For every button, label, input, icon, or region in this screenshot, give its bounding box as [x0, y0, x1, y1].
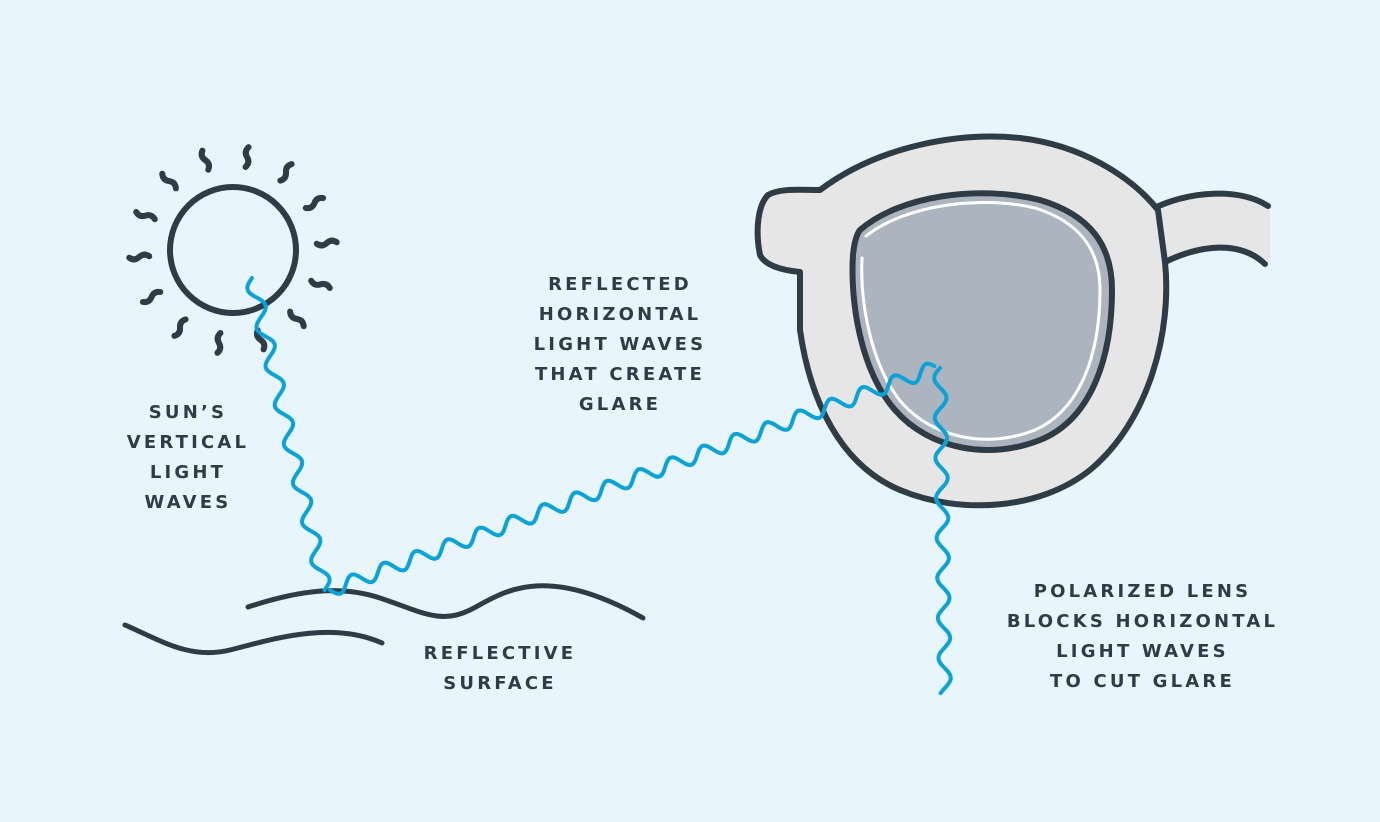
filtered-vertical-wave — [932, 366, 953, 696]
reflective-surface — [122, 583, 646, 656]
sun-ray — [139, 288, 164, 306]
sun-ray — [126, 251, 153, 263]
label-line: REFLECTIVE — [423, 643, 577, 664]
label-line: TO CUT GLARE — [1050, 671, 1235, 692]
label-line: LIGHT WAVES — [1056, 641, 1229, 662]
label-line: SUN’S — [148, 402, 228, 423]
label-line: SURFACE — [443, 673, 557, 694]
sun-ray — [308, 277, 333, 292]
vertical-light-wave — [245, 276, 332, 593]
sun-ray — [254, 327, 268, 353]
sun-ray — [287, 308, 307, 330]
label-line: VERTICAL — [126, 432, 250, 453]
label-line: WAVES — [144, 492, 232, 513]
sun-icon — [126, 144, 340, 356]
reflected-waves-label: REFLECTED HORIZONTAL LIGHT WAVES THAT CR… — [510, 270, 730, 420]
sun-ray — [313, 237, 340, 249]
sun-ray — [277, 161, 295, 184]
sun-ray — [171, 316, 189, 339]
label-line: LIGHT — [149, 462, 227, 483]
label-line: GLARE — [578, 394, 662, 415]
polarized-lens-label: POLARIZED LENS BLOCKS HORIZONTAL LIGHT W… — [985, 577, 1300, 697]
sun-rays — [126, 144, 340, 356]
light-waves — [245, 276, 953, 696]
label-line: LIGHT WAVES — [533, 334, 707, 355]
label-line: POLARIZED LENS — [1033, 581, 1252, 602]
sun-disc — [167, 184, 299, 316]
label-line: HORIZONTAL — [538, 304, 702, 325]
temple-arm — [1150, 193, 1270, 262]
sun-ray — [133, 208, 158, 223]
reflected-horizontal-wave — [328, 361, 937, 596]
sun-ray — [198, 147, 212, 173]
sun-ray — [159, 170, 179, 192]
label-line: REFLECTED — [548, 274, 692, 295]
label-line: BLOCKS HORIZONTAL — [1006, 611, 1279, 632]
sun-ray — [214, 330, 224, 356]
sun-ray — [302, 194, 327, 212]
sun-waves-label: SUN’S VERTICAL LIGHT WAVES — [118, 398, 258, 518]
label-line: THAT CREATE — [534, 364, 706, 385]
sunglasses-icon — [754, 133, 1271, 509]
lens — [849, 190, 1115, 453]
reflective-surface-label: REFLECTIVE SURFACE — [400, 639, 600, 699]
sun-ray — [242, 144, 252, 170]
